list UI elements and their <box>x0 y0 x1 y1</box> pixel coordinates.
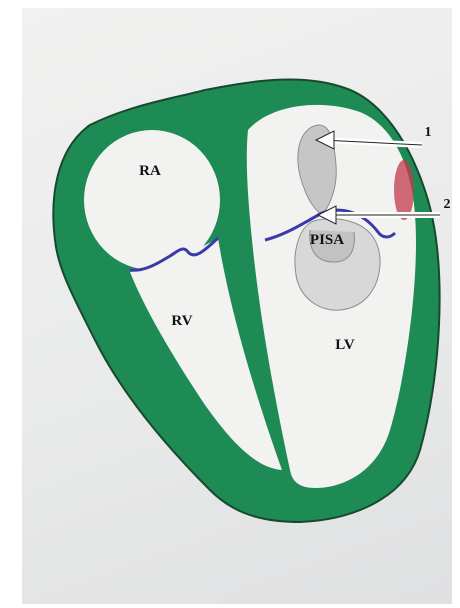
marker-1: 1 <box>425 125 432 140</box>
label-ra: RA <box>139 163 161 179</box>
red-spot <box>394 160 414 220</box>
label-pisa: PISA <box>310 232 344 248</box>
label-lv: LV <box>335 337 355 353</box>
marker-2: 2 <box>444 197 451 212</box>
label-rv: RV <box>171 313 192 329</box>
